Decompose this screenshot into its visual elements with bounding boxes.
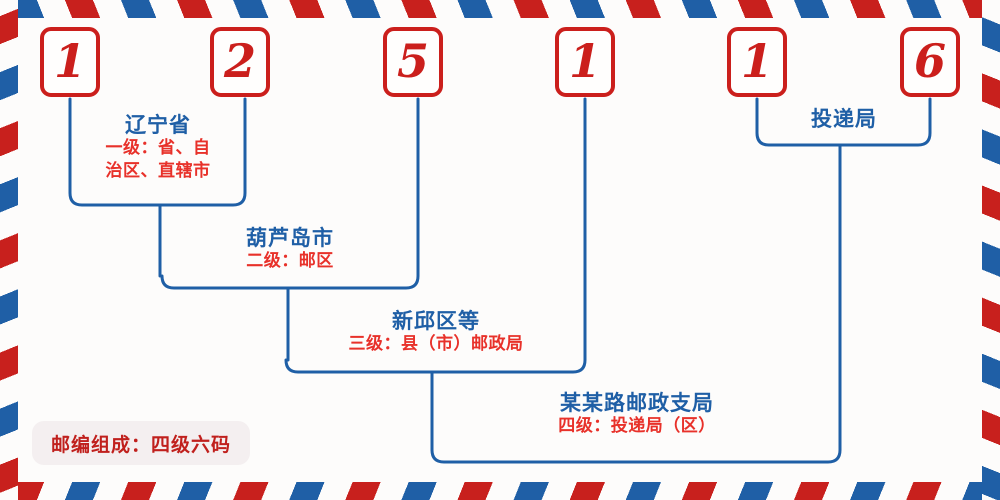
label-level-3: 新邱区等 三级：县（市）邮政局 (292, 308, 580, 356)
label-level-1-sub-line-1: 一级：省、自 (105, 138, 211, 159)
bracket-delivery-office (755, 97, 932, 147)
label-level-4: 某某路邮政支局 四级：投递局（区） (442, 390, 832, 438)
bracket-level-1 (68, 97, 247, 207)
label-level-1-title: 辽宁省 (125, 112, 191, 137)
bracket-level-4 (430, 143, 842, 464)
postcode-digit-box-5[interactable]: 1 (727, 27, 787, 97)
postcode-digit-1: 1 (53, 34, 86, 89)
postcode-digit-4: 1 (568, 34, 601, 89)
postcode-digit-box-6[interactable]: 6 (900, 27, 960, 97)
label-level-2-title: 葫芦岛市 (246, 225, 334, 250)
label-level-1-subtitle: 一级：省、自 治区、直辖市 (80, 137, 236, 183)
postcode-digit-box-1[interactable]: 1 (40, 27, 100, 97)
label-level-4-title: 某某路邮政支局 (560, 390, 714, 415)
postcode-digit-2: 2 (223, 34, 256, 89)
postcode-digit-6: 6 (913, 34, 946, 89)
label-level-2-sub-line-1: 二级：邮区 (246, 251, 334, 272)
label-level-4-sub-line-1: 四级：投递局（区） (558, 416, 716, 437)
label-level-3-sub-line-1: 三级：县（市）邮政局 (348, 334, 524, 355)
airmail-border-top (0, 0, 1000, 18)
label-level-3-subtitle: 三级：县（市）邮政局 (292, 333, 580, 356)
bracket-level-3 (284, 97, 587, 374)
legend-badge: 邮编组成：四级六码 (32, 421, 250, 465)
label-level-2-subtitle: 二级：邮区 (170, 250, 410, 273)
label-level-3-title: 新邱区等 (392, 308, 480, 333)
label-level-2: 葫芦岛市 二级：邮区 (170, 225, 410, 273)
postcode-digit-box-3[interactable]: 5 (383, 27, 443, 97)
bracket-level-2 (160, 97, 420, 290)
postcode-digit-box-2[interactable]: 2 (210, 27, 270, 97)
airmail-border-bottom (0, 482, 1000, 500)
label-delivery-office-title: 投递局 (811, 106, 877, 131)
postcode-digit-3: 5 (396, 34, 429, 89)
legend-badge-text: 邮编组成：四级六码 (50, 433, 231, 456)
label-level-1: 辽宁省 一级：省、自 治区、直辖市 (80, 112, 236, 183)
label-level-4-subtitle: 四级：投递局（区） (442, 415, 832, 438)
postcode-digit-box-4[interactable]: 1 (555, 27, 615, 97)
label-delivery-office: 投递局 (765, 106, 923, 131)
airmail-border-left (0, 0, 18, 500)
label-level-1-sub-line-2: 治区、直辖市 (105, 161, 211, 182)
postcode-digit-5: 1 (740, 34, 773, 89)
airmail-border-right (982, 0, 1000, 500)
